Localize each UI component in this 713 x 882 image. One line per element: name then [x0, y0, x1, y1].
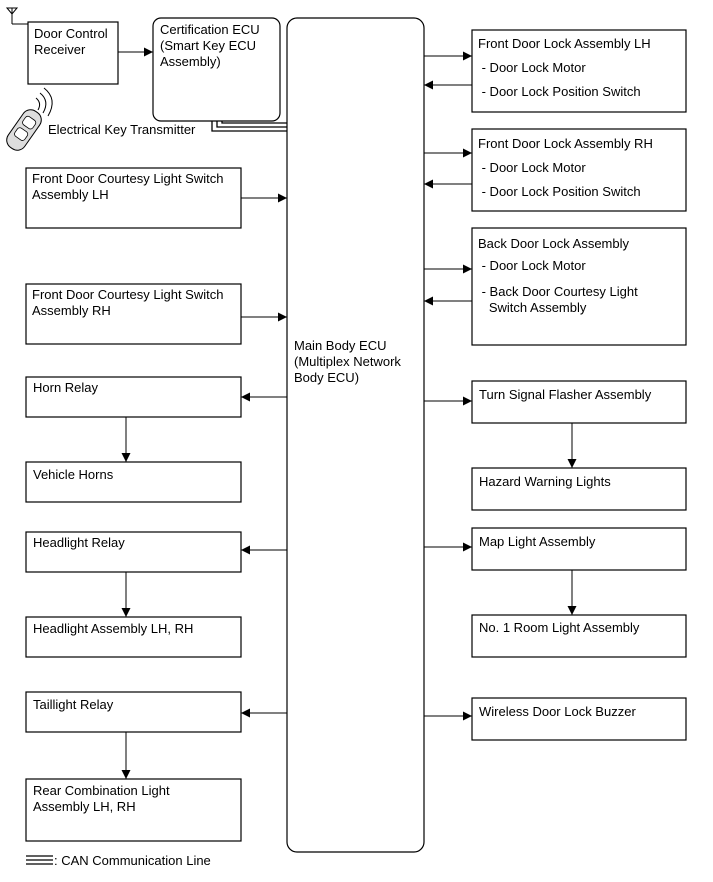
- box-label-line: (Smart Key ECU: [160, 38, 256, 53]
- box-label-line: Back Door Lock Assembly: [478, 236, 630, 251]
- box-label-line: Door Control: [34, 26, 108, 41]
- front-door-lock-lh-box: [471, 29, 687, 113]
- front-door-lock-rh-box: [471, 128, 687, 212]
- horn-relay-box: [25, 376, 242, 418]
- back-door-lock-label: Back Door Lock Assembly - Door Lock Moto…: [478, 236, 638, 315]
- door-control-receiver-box: [27, 21, 119, 85]
- hazard-warning-box: [471, 467, 687, 511]
- turn-signal-flasher-label: Turn Signal Flasher Assembly: [479, 387, 652, 402]
- box-label-line: Headlight Assembly LH, RH: [33, 621, 193, 636]
- box-label-line: Certification ECU: [160, 22, 260, 37]
- box-label-line: - Door Lock Motor: [478, 258, 586, 273]
- turn-signal-flasher-box: [471, 380, 687, 424]
- box-label-line: (Multiplex Network: [294, 354, 401, 369]
- box-label-line: Map Light Assembly: [479, 534, 596, 549]
- rear-combination-box: [25, 778, 242, 842]
- wireless-buzzer-box: [471, 697, 687, 741]
- hazard-warning-label: Hazard Warning Lights: [479, 474, 611, 489]
- front-door-courtesy-rh-box: [25, 283, 242, 345]
- front-door-courtesy-lh-box: [25, 167, 242, 229]
- box-label-line: Horn Relay: [33, 380, 99, 395]
- box-label-line: Hazard Warning Lights: [479, 474, 611, 489]
- box-label-line: Front Door Lock Assembly RH: [478, 136, 653, 151]
- box-label-line: - Door Lock Position Switch: [478, 84, 641, 99]
- box-label-line: - Door Lock Position Switch: [478, 184, 641, 199]
- box-label-line: - Door Lock Motor: [478, 160, 586, 175]
- vehicle-horns-label: Vehicle Horns: [33, 467, 114, 482]
- box-label-line: Front Door Lock Assembly LH: [478, 36, 651, 51]
- room-light-label: No. 1 Room Light Assembly: [479, 620, 640, 635]
- headlight-relay-label: Headlight Relay: [33, 535, 125, 550]
- box-label-line: Body ECU): [294, 370, 359, 385]
- room-light-box: [471, 614, 687, 658]
- key-fob-icon: [6, 87, 53, 151]
- box-label-line: Vehicle Horns: [33, 467, 114, 482]
- main-body-ecu-box: [286, 17, 425, 853]
- box-label-line: Front Door Courtesy Light Switch: [32, 171, 223, 186]
- box-label-line: Assembly RH: [32, 303, 111, 318]
- can-line: [211, 121, 287, 132]
- box-label-line: Rear Combination Light: [33, 783, 170, 798]
- back-door-lock-box: [471, 227, 687, 346]
- wireless-buzzer-label: Wireless Door Lock Buzzer: [479, 704, 636, 719]
- transmitter-label: Electrical Key Transmitter: [48, 122, 196, 137]
- box-label-line: Assembly LH, RH: [33, 799, 136, 814]
- box-label-line: Wireless Door Lock Buzzer: [479, 704, 636, 719]
- front-door-lock-lh-label: Front Door Lock Assembly LH - Door Lock …: [478, 36, 651, 99]
- taillight-relay-label: Taillight Relay: [33, 697, 114, 712]
- map-light-label: Map Light Assembly: [479, 534, 596, 549]
- box-label-line: Taillight Relay: [33, 697, 114, 712]
- box-label-line: Switch Assembly: [478, 300, 587, 315]
- box-label-line: Headlight Relay: [33, 535, 125, 550]
- can-legend-label: : CAN Communication Line: [54, 853, 211, 868]
- headlight-assembly-box: [25, 616, 242, 658]
- box-label-line: Front Door Courtesy Light Switch: [32, 287, 223, 302]
- box-label-line: No. 1 Room Light Assembly: [479, 620, 640, 635]
- can-legend-symbol: [26, 855, 53, 865]
- antenna-icon: [5, 7, 28, 25]
- box-label-line: Receiver: [34, 42, 86, 57]
- box-label-line: Assembly LH: [32, 187, 109, 202]
- box-label-line: - Door Lock Motor: [478, 60, 586, 75]
- box-label-line: Turn Signal Flasher Assembly: [479, 387, 652, 402]
- vehicle-horns-box: [25, 461, 242, 503]
- taillight-relay-box: [25, 691, 242, 733]
- map-light-box: [471, 527, 687, 571]
- headlight-assembly-label: Headlight Assembly LH, RH: [33, 621, 193, 636]
- horn-relay-label: Horn Relay: [33, 380, 99, 395]
- front-door-lock-rh-label: Front Door Lock Assembly RH - Door Lock …: [478, 136, 653, 199]
- headlight-relay-box: [25, 531, 242, 573]
- box-label-line: Assembly): [160, 54, 221, 69]
- box-label-line: Main Body ECU: [294, 338, 386, 353]
- box-label-line: - Back Door Courtesy Light: [478, 284, 638, 299]
